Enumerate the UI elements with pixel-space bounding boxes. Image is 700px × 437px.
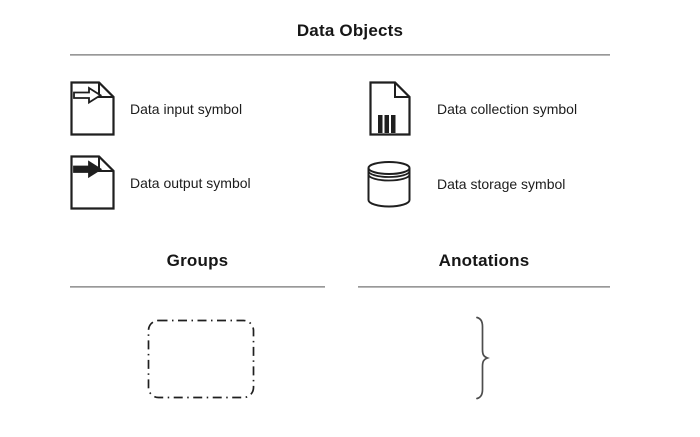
annotations-divider — [358, 286, 610, 288]
data-objects-divider — [70, 54, 610, 56]
legend-item-data-output: Data output symbol — [70, 155, 251, 210]
annotation-brace-shape — [474, 316, 490, 405]
data-collection-icon — [369, 81, 411, 136]
legend-label: Data output symbol — [130, 174, 251, 191]
data-objects-title: Data Objects — [296, 21, 404, 40]
annotations-title: Anotations — [438, 251, 530, 270]
legend-item-data-storage: Data storage symbol — [367, 160, 565, 208]
legend-item-data-collection: Data collection symbol — [369, 81, 577, 136]
legend-label: Data storage symbol — [437, 176, 566, 192]
data-input-icon — [70, 81, 115, 136]
data-output-icon — [70, 155, 115, 210]
data-storage-icon — [367, 160, 411, 208]
legend-label: Data collection symbol — [437, 100, 578, 117]
groups-title: Groups — [166, 251, 229, 270]
legend-label: Data input symbol — [130, 100, 243, 117]
group-boundary-shape — [147, 319, 255, 404]
legend-item-data-input: Data input symbol — [70, 81, 242, 136]
groups-divider — [70, 286, 325, 288]
